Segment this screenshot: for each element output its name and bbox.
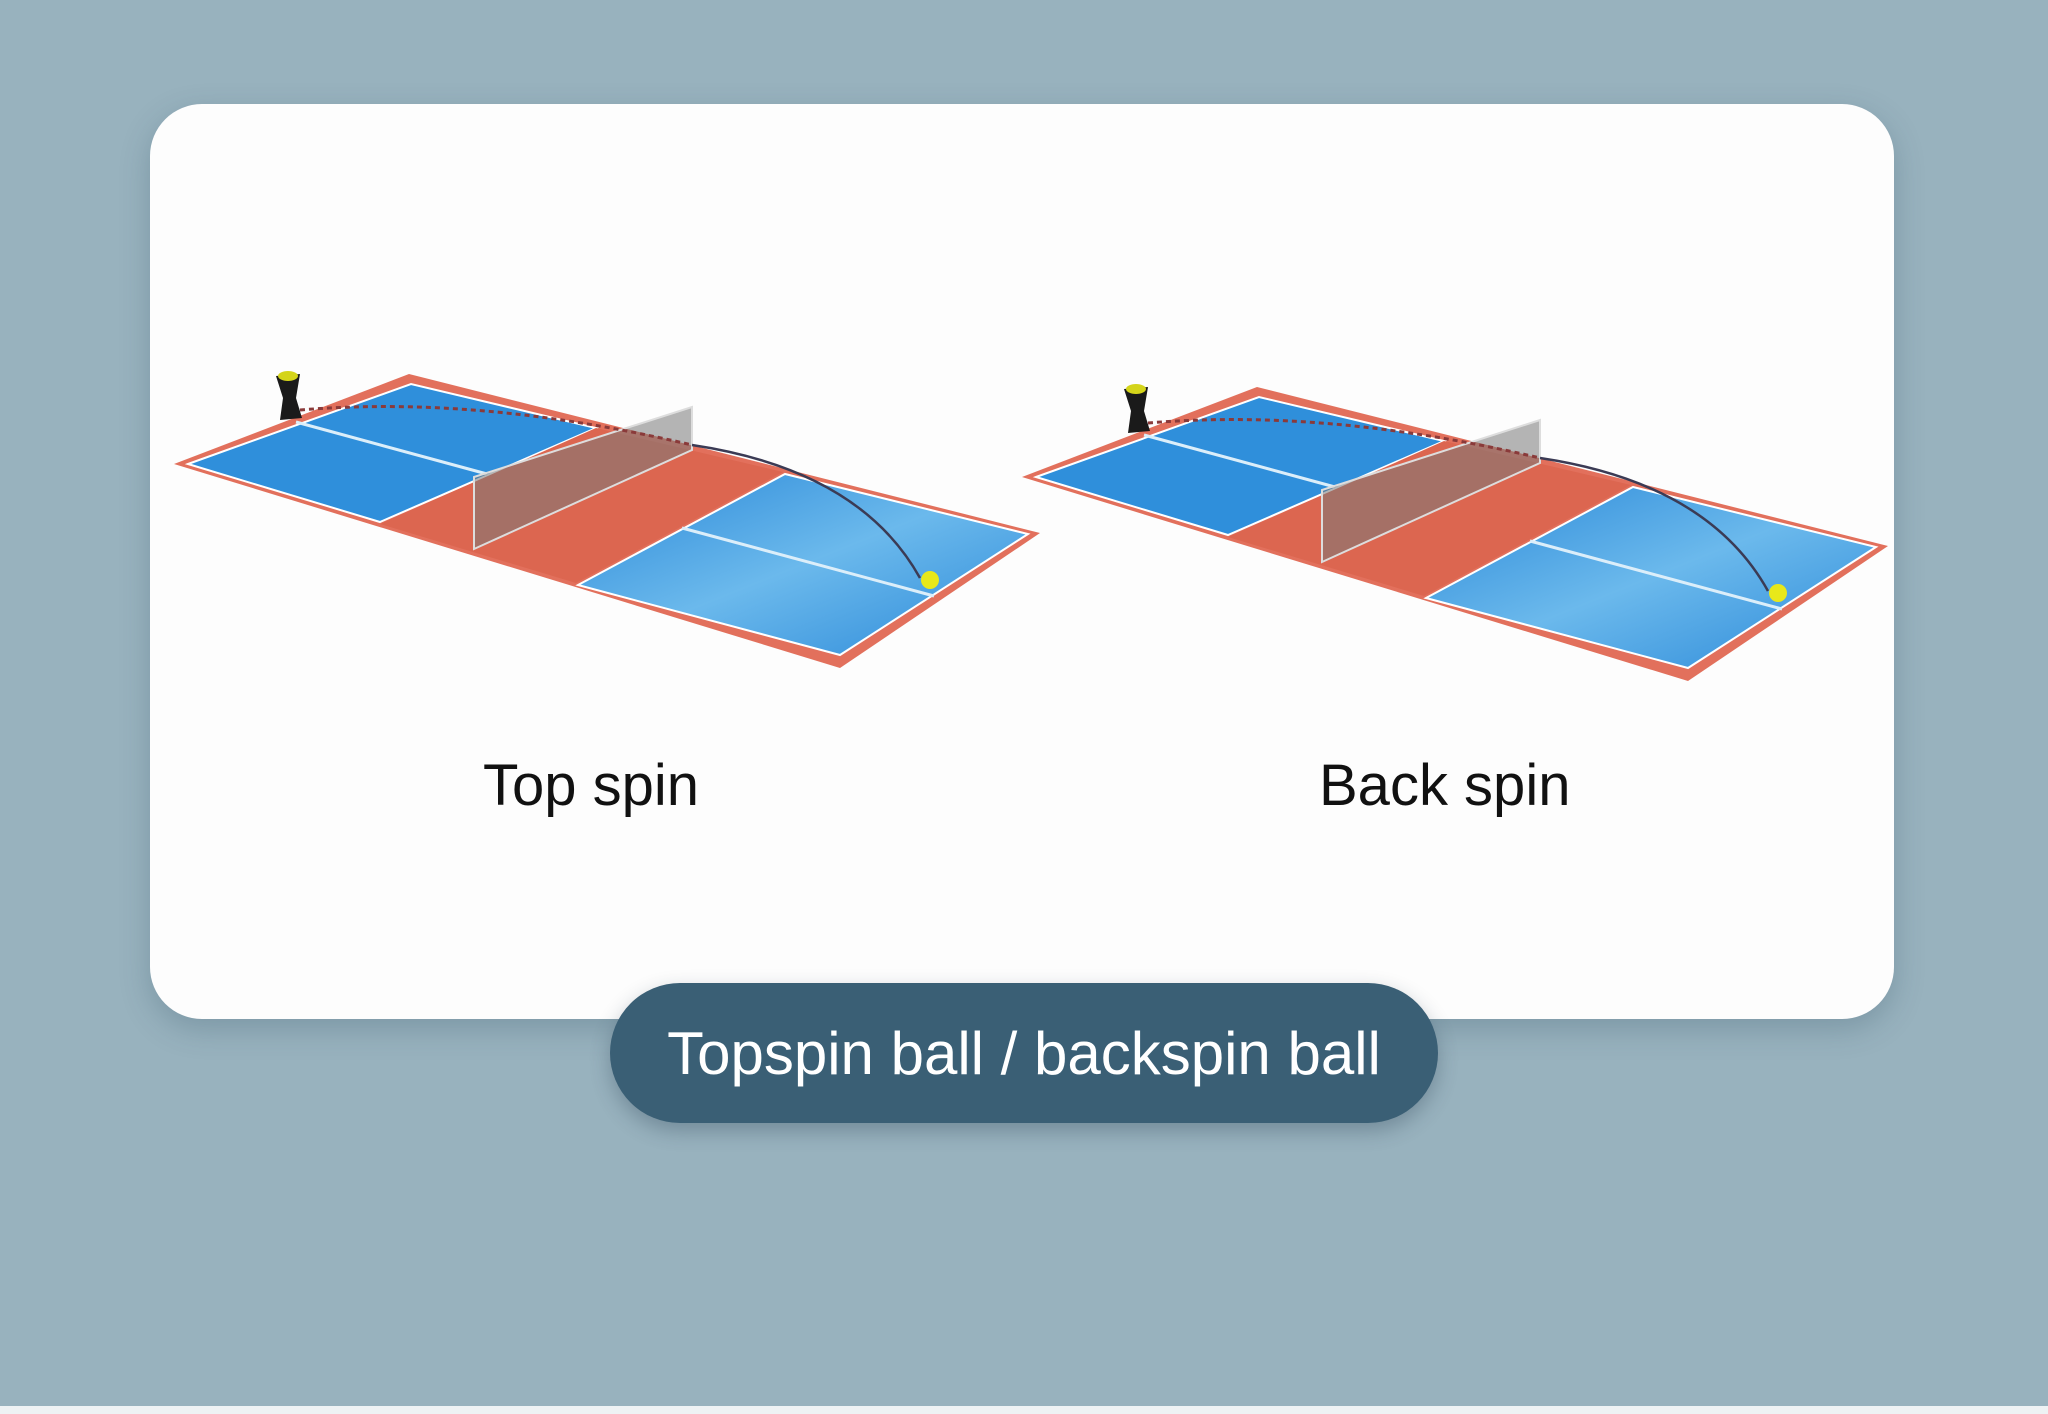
net xyxy=(473,405,693,551)
court-backspin xyxy=(1020,382,1890,683)
caption-badge: Topspin ball / backspin ball xyxy=(610,983,1438,1123)
topspin-label: Top spin xyxy=(483,753,700,818)
backspin-label: Back spin xyxy=(1319,753,1571,818)
ball-machine-icon xyxy=(276,371,302,420)
center-line xyxy=(681,526,935,598)
trajectory xyxy=(691,443,922,579)
court-right-half xyxy=(575,472,1031,657)
bottom-strip xyxy=(0,1406,2048,1414)
ball-icon xyxy=(921,571,939,589)
trajectory xyxy=(299,405,693,447)
caption-text: Topspin ball / backspin ball xyxy=(667,1019,1381,1087)
court-topspin xyxy=(174,371,1040,668)
center-line xyxy=(295,420,488,476)
